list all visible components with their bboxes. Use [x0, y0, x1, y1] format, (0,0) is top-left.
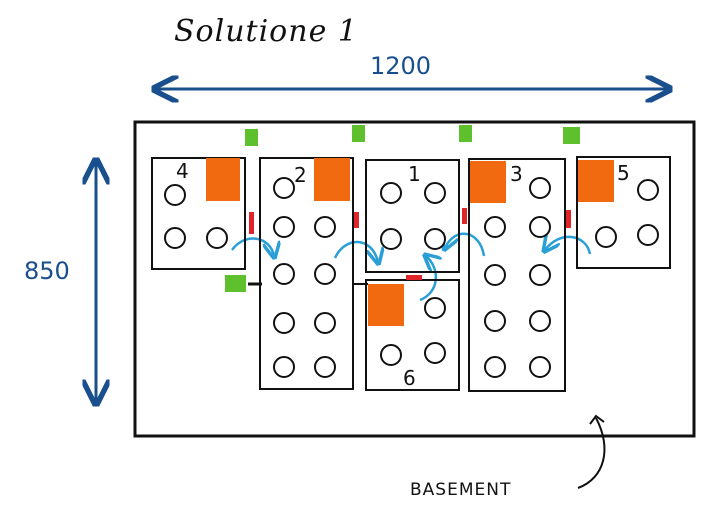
- seat-circle: [595, 226, 617, 248]
- seat-circle: [484, 216, 506, 238]
- basement-pointer: [577, 417, 606, 489]
- seat-circle: [380, 182, 402, 204]
- seat-circle: [164, 184, 186, 206]
- title: Solutione 1: [174, 14, 358, 49]
- seat-circle: [273, 356, 295, 378]
- seat-circle: [529, 356, 551, 378]
- seat-circle: [484, 310, 506, 332]
- flow-arrow: [545, 237, 592, 254]
- seat-circle: [314, 216, 336, 238]
- seat-circle: [484, 264, 506, 286]
- flow-arrow: [333, 240, 378, 262]
- orange-marker: [206, 158, 240, 201]
- orange-marker: [470, 161, 506, 203]
- red-marker: [462, 208, 467, 224]
- seat-circle: [484, 356, 506, 378]
- seat-circle: [380, 344, 402, 366]
- orange-marker: [578, 160, 614, 202]
- green-marker: [563, 127, 580, 144]
- basement-label: BASEMENT: [410, 480, 512, 500]
- seat-circle: [314, 356, 336, 378]
- green-marker: [352, 125, 365, 142]
- red-marker: [354, 212, 359, 228]
- width-dimension-label: 1200: [370, 52, 432, 80]
- spot-number-4: 4: [176, 159, 189, 183]
- spot-number-5: 5: [617, 161, 630, 185]
- seat-circle: [529, 177, 551, 199]
- seat-circle: [314, 312, 336, 334]
- spot-box-2: [259, 157, 354, 390]
- seat-circle: [637, 179, 659, 201]
- spot-number-6: 6: [403, 366, 416, 390]
- spot-box-1: [365, 159, 460, 273]
- height-dimension-label: 850: [24, 257, 70, 285]
- green-marker: [245, 129, 258, 146]
- seat-circle: [637, 224, 659, 246]
- green-marker: [459, 125, 472, 142]
- seat-circle: [206, 227, 228, 249]
- seat-circle: [424, 182, 446, 204]
- seat-circle: [273, 312, 295, 334]
- red-marker: [566, 210, 571, 228]
- seat-circle: [424, 342, 446, 364]
- spot-box-6: [365, 279, 460, 391]
- seat-circle: [273, 177, 295, 199]
- spot-number-3: 3: [510, 162, 523, 186]
- spot-box-3: [468, 158, 566, 392]
- red-marker: [406, 275, 422, 280]
- seat-circle: [529, 216, 551, 238]
- seat-circle: [164, 227, 186, 249]
- seat-circle: [314, 263, 336, 285]
- spot-box-4: [151, 157, 246, 270]
- flow-arrow: [445, 234, 486, 257]
- seat-circle: [529, 310, 551, 332]
- spot-number-2: 2: [294, 163, 307, 187]
- seat-circle: [424, 297, 446, 319]
- green-marker: [225, 275, 246, 292]
- red-marker: [249, 212, 254, 234]
- seat-circle: [424, 228, 446, 250]
- flow-arrow: [230, 237, 274, 256]
- seat-circle: [529, 264, 551, 286]
- spot-box-5: [576, 156, 671, 269]
- orange-marker: [314, 158, 350, 201]
- orange-marker: [368, 284, 404, 326]
- spot-number-1: 1: [408, 162, 421, 186]
- seat-circle: [273, 263, 295, 285]
- seat-circle: [380, 228, 402, 250]
- seat-circle: [273, 216, 295, 238]
- basement-outline: [133, 120, 696, 438]
